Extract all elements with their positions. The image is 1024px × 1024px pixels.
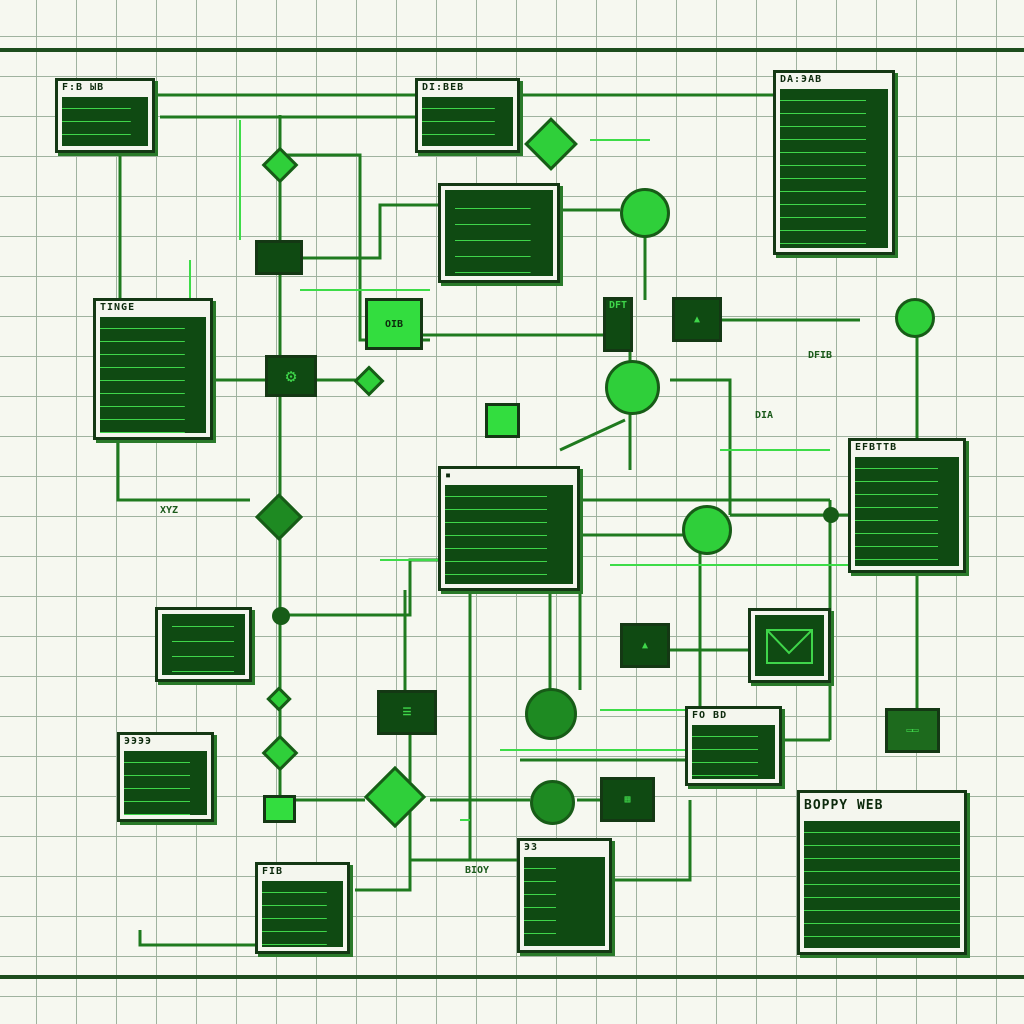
dft-block[interactable]: DFT — [603, 297, 633, 352]
annotation-label: DIA — [755, 410, 774, 421]
window-node-3[interactable]: DA:ЭAB — [773, 70, 895, 255]
gear-block[interactable]: ⚙ — [265, 355, 317, 397]
mail-node[interactable] — [748, 608, 831, 683]
grid-icon: ▦ — [624, 794, 631, 805]
window-node-7[interactable]: EFBTTB — [848, 438, 966, 573]
window-node-1[interactable]: F:B ЫB — [55, 78, 155, 153]
bottom-border — [0, 975, 1024, 979]
battery-icon: ▭▭ — [906, 725, 919, 736]
image-block[interactable]: ▲ — [620, 623, 670, 668]
annotation-label: DFIB — [808, 350, 833, 361]
window-title: BOPPY WEB — [804, 798, 884, 813]
window-title: DI:BEB — [422, 82, 465, 93]
battery-block[interactable]: ▭▭ — [885, 708, 940, 753]
window-node-12[interactable]: FIB — [255, 862, 350, 954]
image-icon: ▲ — [641, 640, 649, 651]
oib-block[interactable]: OIB — [365, 298, 423, 350]
window-title: DA:ЭAB — [780, 74, 823, 85]
junction-dot — [272, 607, 290, 625]
window-node-13[interactable]: ЭЗ — [517, 838, 612, 953]
top-border — [0, 48, 1024, 52]
list-block[interactable]: ☰ — [377, 690, 437, 735]
window-node-5[interactable]: TINGE — [93, 298, 213, 440]
window-node-6[interactable]: ▪ — [438, 466, 580, 591]
chart-block[interactable]: ▲ — [672, 297, 722, 342]
circle-node[interactable] — [682, 505, 732, 555]
envelope-icon — [766, 629, 813, 664]
circle-node[interactable] — [530, 780, 575, 825]
window-title: ЭЗ — [524, 842, 539, 853]
circle-node[interactable] — [605, 360, 660, 415]
window-title: FO BD — [692, 710, 728, 721]
small-block[interactable] — [255, 240, 303, 275]
window-node-2[interactable]: DI:BEB — [415, 78, 520, 153]
annotation-label: BIOY — [465, 865, 490, 876]
junction-dot — [823, 507, 839, 523]
list-icon: ☰ — [402, 707, 412, 718]
green-block[interactable] — [485, 403, 520, 438]
window-node-9[interactable]: ЭЭЭЭ — [117, 732, 214, 822]
circle-node[interactable] — [895, 298, 935, 338]
window-title: FIB — [262, 866, 284, 877]
circle-node[interactable] — [525, 688, 577, 740]
window-node-11[interactable]: BOPPY WEB — [797, 790, 967, 955]
circle-node[interactable] — [620, 188, 670, 238]
mountain-icon: ▲ — [693, 314, 701, 325]
window-node-8[interactable] — [155, 607, 252, 682]
window-title: F:B ЫB — [62, 82, 105, 93]
window-title: ▪ — [445, 470, 453, 481]
window-node-4[interactable] — [438, 183, 560, 283]
window-node-10[interactable]: FO BD — [685, 706, 782, 786]
gear-icon: ⚙ — [285, 365, 297, 387]
window-title: ЭЭЭЭ — [124, 736, 153, 747]
grid-block[interactable]: ▦ — [600, 777, 655, 822]
annotation-label: XYZ — [160, 505, 179, 516]
small-green-block[interactable] — [263, 795, 296, 823]
window-title: TINGE — [100, 302, 136, 313]
window-title: EFBTTB — [855, 442, 898, 453]
